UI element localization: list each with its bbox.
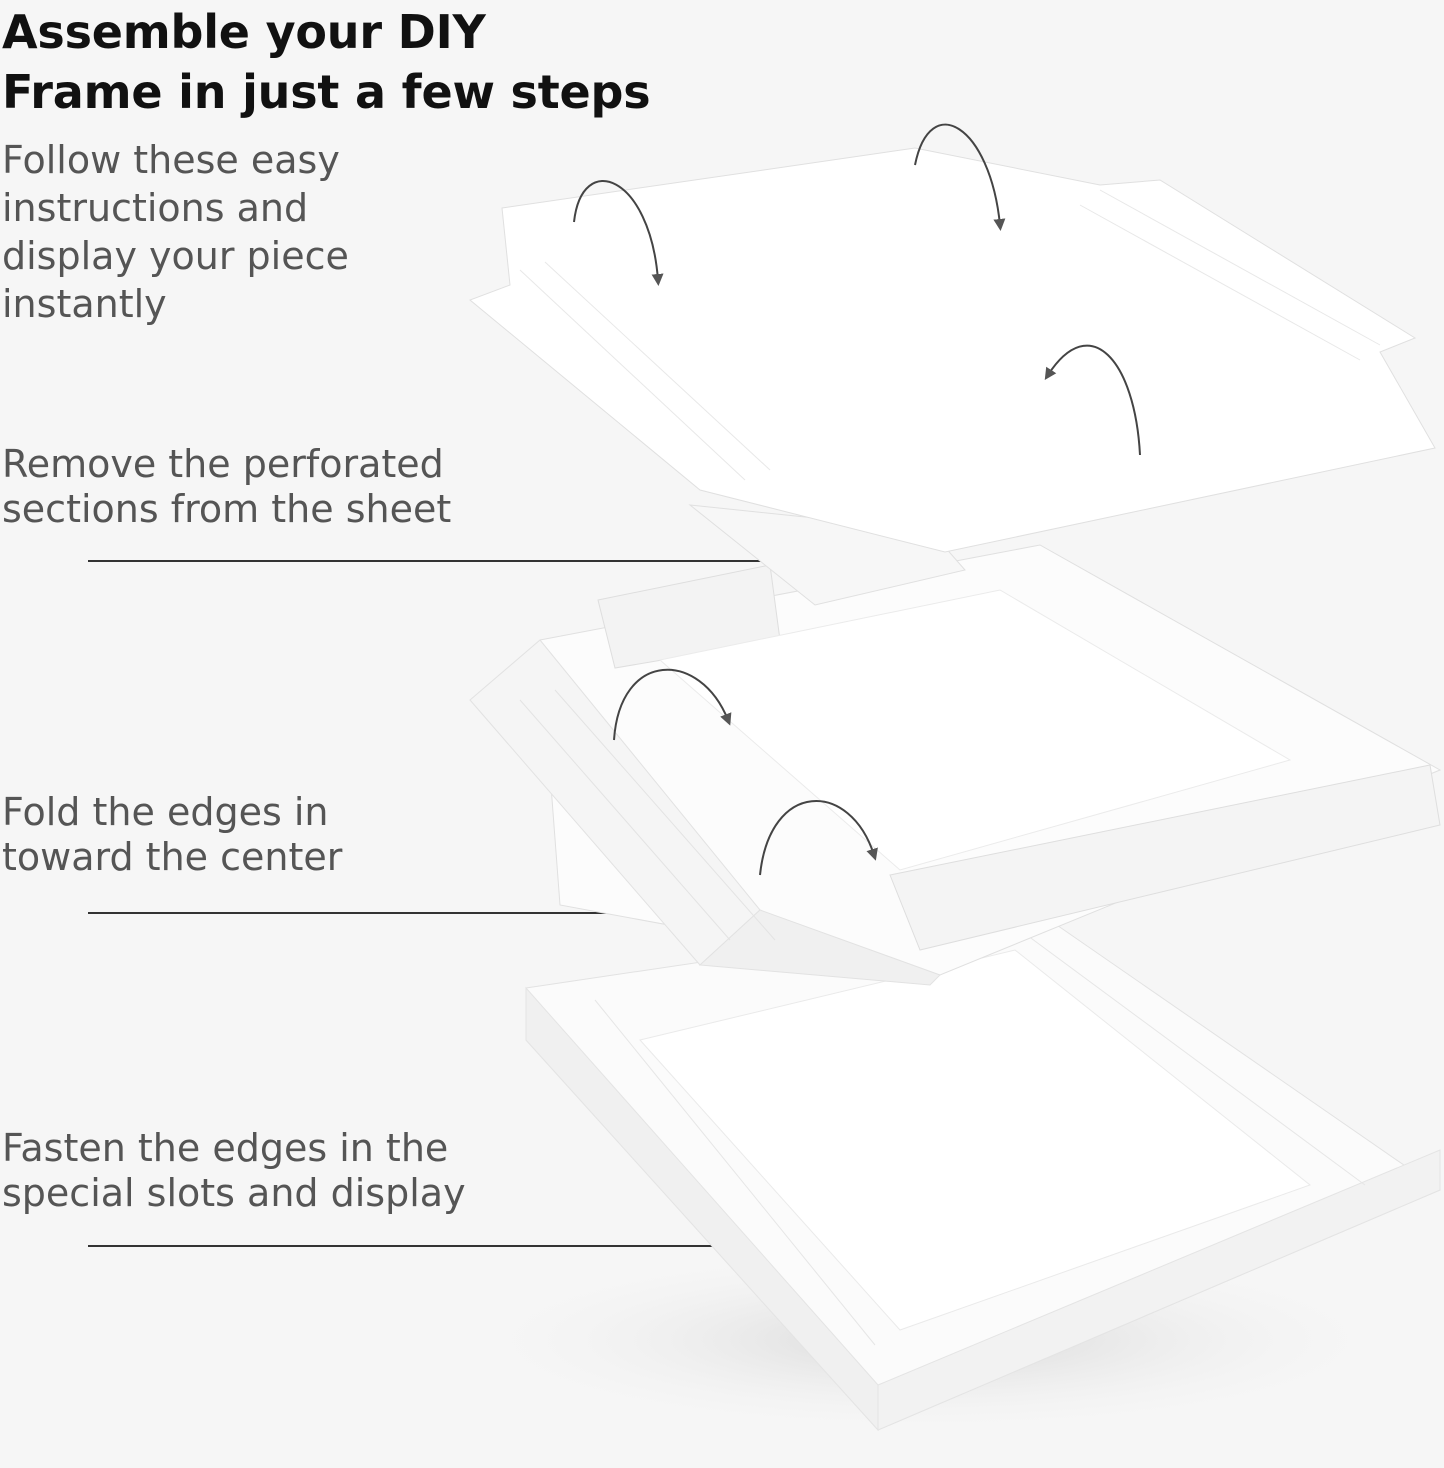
folding-frame: [469, 544, 1442, 986]
step-2-divider: [88, 912, 766, 914]
intro-text: Follow these easy instructions and displ…: [2, 138, 349, 326]
curved-arrow-icon: [573, 180, 664, 286]
assembled-frame: [525, 911, 1442, 1432]
curved-arrow-icon: [759, 800, 878, 876]
curved-arrow-icon: [914, 123, 1006, 231]
flat-sheet: [469, 147, 1436, 606]
curved-arrow-icon: [1044, 344, 1141, 456]
step-1-divider: [88, 560, 940, 562]
folded-rail: [889, 764, 1441, 951]
step-1-text: Remove the perforated sections from the …: [2, 442, 452, 531]
page-title: Assemble your DIY Frame in just a few st…: [2, 5, 651, 119]
curved-arrow-icon: [613, 668, 732, 741]
step-2-text: Fold the edges in toward the center: [2, 790, 343, 879]
step-3-text: Fasten the edges in the special slots an…: [2, 1126, 466, 1215]
step-3-divider: [88, 1245, 793, 1247]
fold-arrows: [573, 123, 1141, 876]
